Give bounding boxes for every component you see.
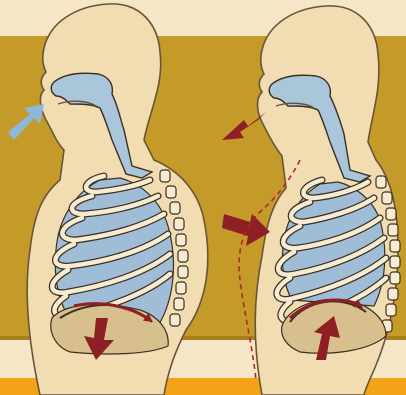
spine-shape: [390, 240, 400, 252]
spine-shape: [166, 186, 176, 198]
spine-shape: [390, 272, 400, 284]
spine-shape: [174, 298, 184, 310]
spine-shape: [176, 282, 186, 294]
spine-shape: [382, 192, 392, 204]
spine-shape: [390, 256, 400, 268]
spine-shape: [160, 170, 170, 182]
spine-shape: [388, 288, 398, 300]
spine-shape: [176, 234, 186, 246]
spine-shape: [178, 250, 188, 262]
spine-shape: [388, 224, 398, 236]
spine-shape: [174, 218, 184, 230]
spine-shape: [178, 266, 188, 278]
spine-shape: [386, 304, 396, 316]
spine-shape: [170, 314, 180, 326]
spine-shape: [170, 202, 180, 214]
spine-shape: [386, 208, 396, 220]
spine-shape: [376, 176, 386, 188]
